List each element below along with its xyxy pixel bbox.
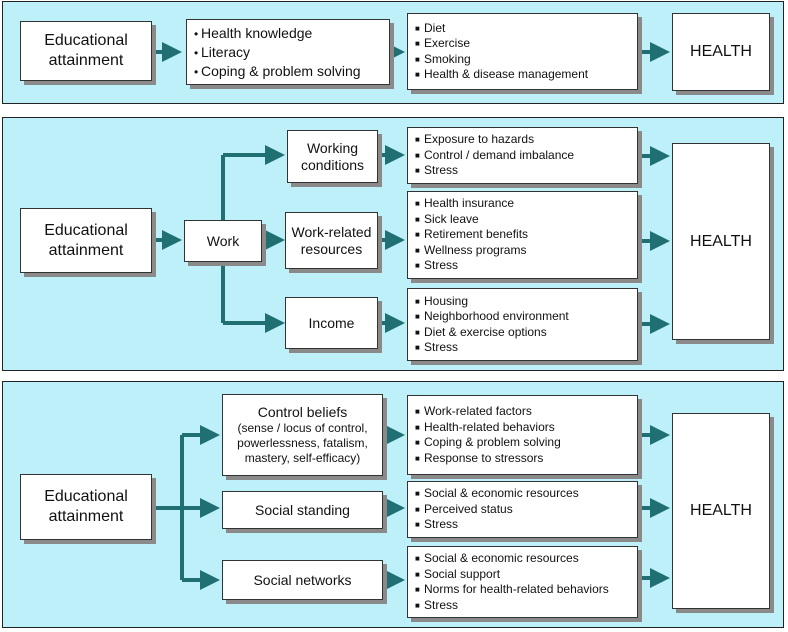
behaviors-box-1: ■Diet ■Exercise ■Smoking ■Health & disea… bbox=[407, 13, 638, 90]
control-beliefs-box: Control beliefs (sense / locus of contro… bbox=[222, 394, 383, 476]
health-box-2: HEALTH bbox=[672, 143, 770, 340]
list-item: ■Neighborhood environment bbox=[415, 309, 569, 323]
wr-label-line1: Work-related bbox=[291, 223, 372, 240]
working-conditions-list: ■Exposure to hazards ■Control / demand i… bbox=[407, 127, 638, 184]
list-item: ■Health-related behaviors bbox=[415, 419, 555, 434]
edu-label-line2: attainment bbox=[48, 508, 124, 525]
list-item: ■Housing bbox=[415, 293, 469, 308]
list-item: ■Health insurance bbox=[415, 196, 515, 211]
work-resources-list: ■Health insurance ■Sick leave ■Retiremen… bbox=[407, 191, 638, 279]
social-standing-box: Social standing bbox=[222, 491, 383, 529]
edu-label-line1: Educational bbox=[44, 221, 128, 239]
list-item: ■Stress bbox=[415, 517, 459, 532]
list-item: •Health knowledge bbox=[194, 24, 313, 41]
edu-label-line1: Educational bbox=[44, 488, 128, 505]
wr-label-line2: resources bbox=[300, 240, 363, 257]
list-item: ■Stress bbox=[415, 258, 459, 273]
list-item: ■Stress bbox=[415, 597, 459, 612]
control-beliefs-detail-3: mastery, self-efficacy) bbox=[244, 451, 361, 465]
income-list: ■Housing ■Neighborhood environment ■Diet… bbox=[407, 288, 638, 361]
list-item: ■Stress bbox=[415, 340, 459, 354]
health-box-3: HEALTH bbox=[672, 413, 770, 609]
list-item: ■Exercise bbox=[415, 36, 471, 50]
list-item: ■Social support bbox=[415, 566, 501, 581]
social-standing-label: Social standing bbox=[255, 501, 350, 518]
edu-label-line2: attainment bbox=[48, 52, 124, 69]
list-item: ■Social & economic resources bbox=[415, 551, 579, 565]
control-beliefs-list: ■Work-related factors ■Health-related be… bbox=[407, 395, 638, 475]
social-standing-list: ■Social & economic resources ■Perceived … bbox=[407, 481, 638, 538]
list-item: ■Social & economic resources bbox=[415, 486, 579, 501]
list-item: ■Work-related factors bbox=[415, 404, 532, 418]
edu-label-line1: Educational bbox=[44, 32, 128, 49]
list-item: ■Health & disease management bbox=[415, 67, 589, 81]
edu-attainment-box-1: Educational attainment bbox=[20, 21, 152, 81]
social-networks-list: ■Social & economic resources ■Social sup… bbox=[407, 546, 638, 618]
list-item: ■Diet & exercise options bbox=[415, 324, 547, 339]
income-label: Income bbox=[308, 314, 355, 331]
list-item: ■Sick leave bbox=[415, 211, 479, 226]
edu-attainment-box-3: Educational attainment bbox=[20, 474, 152, 540]
list-item: ■Coping & problem solving bbox=[415, 435, 561, 449]
list-item: ■Stress bbox=[415, 163, 459, 178]
income-box: Income bbox=[285, 297, 378, 349]
list-item: •Literacy bbox=[194, 43, 251, 60]
wc-label-line2: conditions bbox=[300, 156, 365, 173]
health-label: HEALTH bbox=[690, 502, 752, 519]
control-beliefs-title: Control beliefs bbox=[257, 404, 348, 420]
edu-label-line2: attainment bbox=[48, 241, 124, 259]
edu-attainment-box-2: Educational attainment bbox=[20, 208, 152, 273]
list-item: ■Wellness programs bbox=[415, 242, 527, 257]
list-item: •Coping & problem solving bbox=[194, 62, 361, 79]
control-beliefs-detail-2: powerlessness, fatalism, bbox=[237, 436, 368, 450]
wc-label-line1: Working bbox=[306, 139, 359, 156]
work-box: Work bbox=[184, 220, 262, 262]
social-networks-label: Social networks bbox=[253, 571, 352, 588]
list-item: ■Norms for health-related behaviors bbox=[415, 582, 609, 596]
social-networks-box: Social networks bbox=[222, 560, 383, 600]
control-beliefs-detail-1: (sense / locus of control, bbox=[237, 421, 368, 435]
list-item: ■Exposure to hazards bbox=[415, 132, 535, 147]
health-box-1: HEALTH bbox=[672, 13, 770, 91]
health-knowledge-box: •Health knowledge •Literacy •Coping & pr… bbox=[186, 19, 390, 85]
list-item: ■Control / demand imbalance bbox=[415, 147, 575, 162]
work-label: Work bbox=[206, 232, 240, 249]
list-item: ■Smoking bbox=[415, 51, 471, 66]
health-label: HEALTH bbox=[690, 43, 752, 60]
health-label: HEALTH bbox=[690, 232, 752, 250]
list-item: ■Response to stressors bbox=[415, 450, 544, 465]
list-item: ■Retirement benefits bbox=[415, 227, 529, 242]
list-item: ■Diet bbox=[415, 20, 446, 35]
list-item: ■Perceived status bbox=[415, 501, 513, 516]
